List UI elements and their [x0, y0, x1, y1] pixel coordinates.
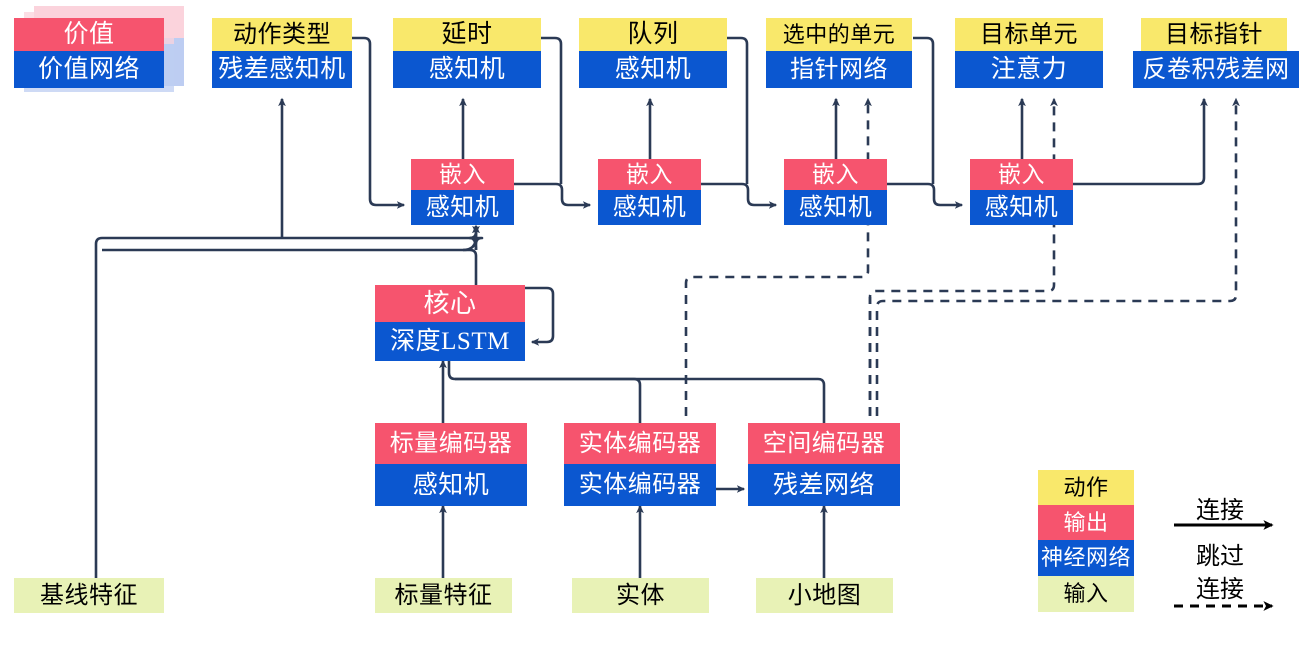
- legend-skip-label-line2: 连接: [1196, 577, 1244, 603]
- legend-connection-label: 连接: [1196, 498, 1244, 524]
- wire-embed4-to-target-point: [1073, 97, 1208, 186]
- node-embed-4-bottom: 感知机: [970, 190, 1073, 225]
- wire-embed1-to-embed2: [514, 182, 592, 209]
- wire-embed3-to-embed4: [887, 182, 964, 209]
- wire-core-out-up: [102, 248, 478, 285]
- node-target-point[interactable]: 目标指针 反卷积残差网: [1133, 18, 1299, 88]
- legend-swatch-output: 输出: [1038, 505, 1134, 540]
- node-embed-2-top: 嵌入: [598, 159, 701, 190]
- legend-swatch-network: 神经网络: [1038, 540, 1134, 576]
- skip-entity-to-selected: [684, 97, 872, 432]
- node-embed-3-top: 嵌入: [784, 159, 887, 190]
- wire-bus-to-embed1: [468, 224, 480, 251]
- node-selected-units-bottom: 指针网络: [766, 51, 912, 88]
- node-embed-2[interactable]: 嵌入 感知机: [598, 159, 701, 225]
- node-value-top: 价值: [14, 18, 164, 51]
- skip-spatial-to-target-point-2: [875, 97, 1240, 432]
- node-entity-encoder-bottom: 实体编码器: [564, 464, 716, 506]
- node-scalar-encoder-bottom: 感知机: [375, 464, 527, 506]
- wire-core-self-loop: [525, 286, 555, 346]
- input-scalar-features-label: 标量特征: [375, 578, 512, 613]
- node-target-unit[interactable]: 目标单元 注意力: [955, 18, 1103, 88]
- input-minimap[interactable]: 小地图: [756, 578, 893, 613]
- legend-swatch-action: 动作: [1038, 470, 1134, 505]
- input-entities[interactable]: 实体: [572, 578, 709, 613]
- node-embed-3[interactable]: 嵌入 感知机: [784, 159, 887, 225]
- node-target-unit-bottom: 注意力: [955, 51, 1103, 88]
- legend-swatches: 动作 输出 神经网络 输入: [1038, 470, 1134, 612]
- wire-core-bus: [470, 236, 484, 250]
- input-baseline-features[interactable]: 基线特征: [14, 578, 164, 613]
- input-scalar-features[interactable]: 标量特征: [375, 578, 512, 613]
- node-target-unit-top: 目标单元: [955, 18, 1103, 51]
- node-spatial-encoder-top: 空间编码器: [748, 423, 900, 464]
- node-delay[interactable]: 延时 感知机: [393, 18, 541, 88]
- node-spatial-encoder[interactable]: 空间编码器 残差网络: [748, 423, 900, 506]
- node-scalar-encoder[interactable]: 标量编码器 感知机: [375, 423, 527, 506]
- node-scalar-encoder-top: 标量编码器: [375, 423, 527, 464]
- node-core-top: 核心: [375, 285, 525, 322]
- node-embed-1-top: 嵌入: [411, 159, 514, 190]
- node-core-bottom: 深度LSTM: [375, 322, 525, 361]
- node-selected-units[interactable]: 选中的单元 指针网络: [766, 18, 912, 88]
- node-delay-top: 延时: [393, 18, 541, 51]
- node-entity-encoder-top: 实体编码器: [564, 423, 716, 464]
- node-embed-2-bottom: 感知机: [598, 190, 701, 225]
- wire-delay-to-embed2: [541, 36, 563, 184]
- legend-skip-label-line1: 跳过: [1196, 544, 1244, 570]
- wire-queued-to-embed3: [727, 36, 749, 184]
- input-entities-label: 实体: [572, 578, 709, 613]
- node-value[interactable]: 价值 价值网络: [14, 18, 164, 88]
- node-core[interactable]: 核心 深度LSTM: [375, 285, 525, 361]
- node-embed-1[interactable]: 嵌入 感知机: [411, 159, 514, 225]
- node-action-type[interactable]: 动作类型 残差感知机: [212, 18, 352, 88]
- skip-spatial-to-target-unit: [868, 97, 1058, 432]
- node-action-type-top: 动作类型: [212, 18, 352, 51]
- node-delay-bottom: 感知机: [393, 51, 541, 88]
- wire-entity-enc-to-core: [447, 361, 642, 432]
- node-embed-4-top: 嵌入: [970, 159, 1073, 190]
- node-queued[interactable]: 队列 感知机: [579, 18, 727, 88]
- input-baseline-features-label: 基线特征: [14, 578, 164, 613]
- wire-baseline-to-value: [94, 225, 480, 578]
- node-action-type-bottom: 残差感知机: [212, 51, 352, 88]
- node-target-point-bottom: 反卷积残差网: [1133, 51, 1299, 88]
- node-embed-3-bottom: 感知机: [784, 190, 887, 225]
- node-selected-units-top: 选中的单元: [766, 18, 912, 51]
- node-embed-1-bottom: 感知机: [411, 190, 514, 225]
- node-value-bottom: 价值网络: [14, 51, 164, 88]
- wire-selected-to-embed4: [913, 36, 935, 184]
- input-minimap-label: 小地图: [756, 578, 893, 613]
- node-embed-4[interactable]: 嵌入 感知机: [970, 159, 1073, 225]
- wire-embed2-to-embed3: [701, 182, 778, 209]
- node-target-point-top: 目标指针: [1141, 18, 1287, 51]
- node-queued-top: 队列: [579, 18, 727, 51]
- node-spatial-encoder-bottom: 残差网络: [748, 464, 900, 506]
- node-queued-bottom: 感知机: [579, 51, 727, 88]
- node-entity-encoder[interactable]: 实体编码器 实体编码器: [564, 423, 716, 506]
- legend-swatch-input: 输入: [1038, 576, 1134, 612]
- wire-bus-elbow-embed1: [462, 224, 480, 252]
